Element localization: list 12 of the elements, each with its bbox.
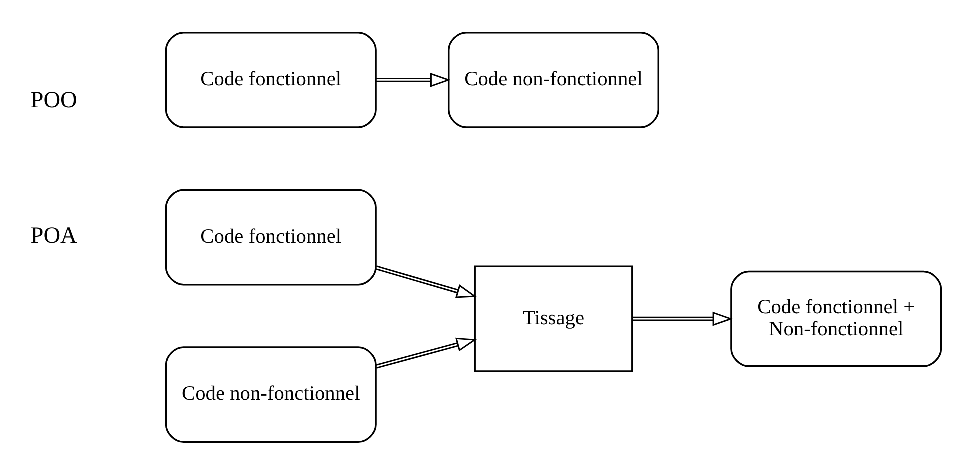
arrow [376,337,478,368]
node-box: Code fonctionnel + Non-fonctionnel [730,270,942,367]
node-box: Code fonctionnel [165,31,377,128]
node-box: Code non-fonctionnel [165,346,377,443]
arrow [376,72,451,87]
label: POA [30,222,78,249]
arrow [376,265,478,298]
arrow [632,311,734,326]
node-box: Code non-fonctionnel [448,31,660,128]
node-box: Code fonctionnel [165,188,377,286]
node-box: Tissage [474,265,634,372]
label: POO [30,87,78,114]
